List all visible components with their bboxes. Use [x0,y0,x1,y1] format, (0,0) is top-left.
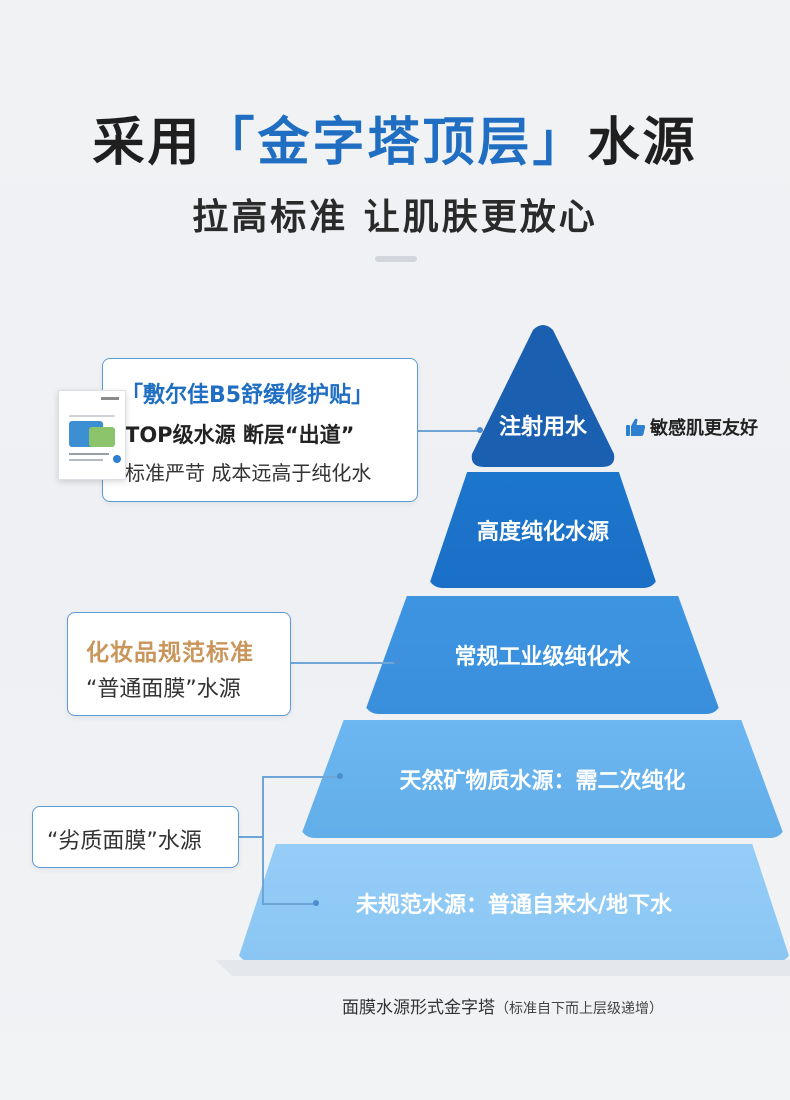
tier-2-label: 高度纯化水源 [476,520,609,545]
connector-bottom-lower-dot [313,900,319,906]
sensitive-skin-badge: 敏感肌更友好 [626,414,758,440]
page-subtitle: 拉高标准 让肌肤更放心 [192,197,598,238]
callout-cosmetic-standard: 化妆品规范标准 “普通面膜”水源 [67,612,291,716]
pyramid-tier-2: 高度纯化水源 [428,472,658,588]
connector-bottom-lower [262,903,316,905]
callout-top-line3: 标准严苛 成本远高于纯化水 [125,461,372,485]
connector-bottom-vertical [262,776,264,904]
pyramid-tier-3: 常规工业级纯化水 [364,596,721,714]
pyramid-tier-4: 天然矿物质水源：需二次纯化 [300,720,785,838]
badge-label: 敏感肌更友好 [650,418,758,439]
callout-inferior-mask: “劣质面膜”水源 [32,806,239,868]
tier-3-label: 常规工业级纯化水 [454,645,631,670]
pyramid-caption: 面膜水源形式金字塔（标准自下而上层级递增） [342,993,663,1018]
callout-bottom-line2: “劣质面膜”水源 [47,829,202,854]
tier-5-label: 未规范水源：普通自来水/地下水 [355,893,673,918]
title-highlight: 「金字塔顶层」 [202,113,588,173]
connector-bottom-upper [262,776,340,778]
connector-bottom-stem [237,836,263,838]
connector-middle-dot [394,659,400,665]
product-package-image [58,390,126,480]
tier-4-label: 天然矿物质水源：需二次纯化 [399,769,686,794]
pyramid-apex-shape [471,325,615,467]
connector-middle [289,662,397,664]
divider [375,256,417,262]
pyramid-tier-1: 注射用水 [470,322,616,467]
connector-top [416,430,480,432]
thumbs-up-icon [626,418,646,436]
callout-top-line2: TOP级水源 断层“出道” [125,423,355,447]
pyramid-tier-5: 未规范水源：普通自来水/地下水 [237,844,790,962]
caption-note: （标准自下而上层级递增） [495,1001,663,1017]
callout-top-title: 「敷尔佳B5舒缓修护贴」 [121,383,374,408]
product-package-graphic [59,391,125,479]
title-pre: 采用 [92,113,203,173]
connector-bottom-upper-dot [337,773,343,779]
pyramid-shadow [215,960,790,976]
title-post: 水源 [587,113,698,173]
tier-1-label: 注射用水 [498,414,587,440]
page-title: 采用「金字塔顶层」水源 [0,100,790,175]
callout-middle-title: 化妆品规范标准 [86,640,254,666]
caption-main: 面膜水源形式金字塔 [342,998,495,1018]
callout-middle-line2: “普通面膜”水源 [86,677,241,702]
connector-top-dot [477,427,483,433]
callout-top-tier: 「敷尔佳B5舒缓修护贴」 TOP级水源 断层“出道” 标准严苛 成本远高于纯化水 [102,358,418,502]
